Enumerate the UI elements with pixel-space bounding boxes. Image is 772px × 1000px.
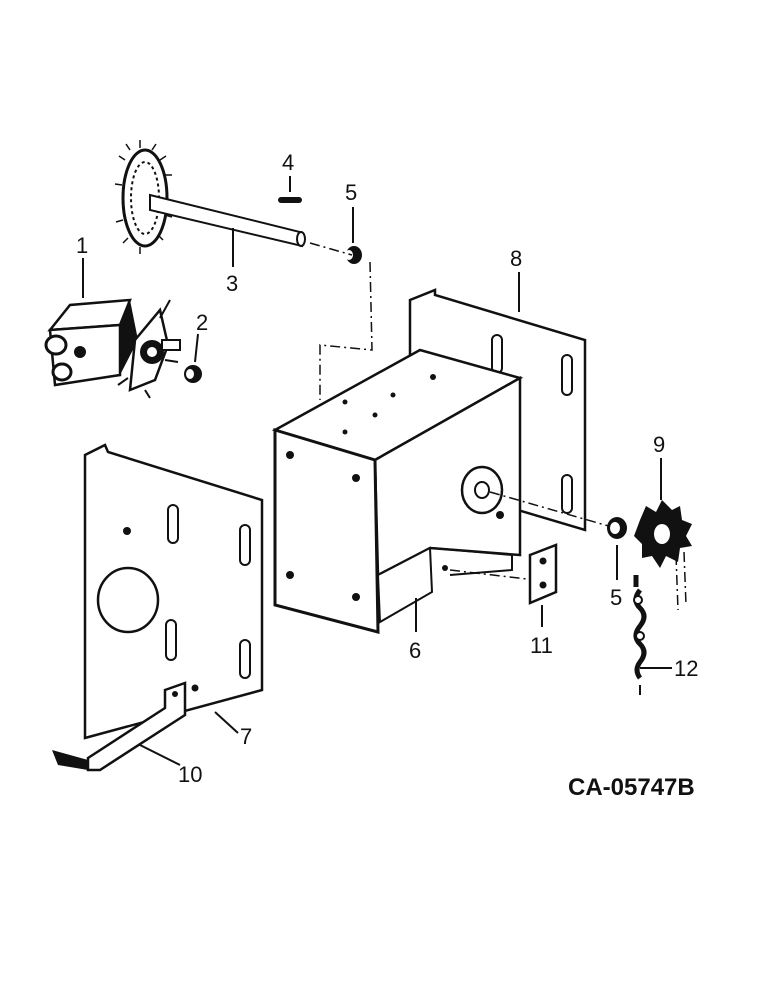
part-10-lever: [52, 681, 187, 772]
part-2-nut: [184, 365, 202, 383]
callout-1: 1: [76, 233, 88, 258]
leader-collar-to-housing: [319, 261, 373, 400]
callout-7: 7: [240, 724, 252, 749]
callout-8: 8: [510, 246, 522, 271]
part-3-shaft-sprocket: [114, 140, 306, 254]
part-1-gearbox: [44, 298, 181, 399]
callout-6: 6: [409, 638, 421, 663]
leader-housing-to-bracket: [449, 569, 536, 581]
part-4-key: [278, 197, 302, 203]
part-5-collar-upper: [345, 246, 362, 264]
callout-12: 12: [674, 656, 698, 681]
leader-shaft-to-collar: [309, 242, 353, 256]
part-11-bracket: [528, 543, 558, 605]
callout-9: 9: [653, 432, 665, 457]
callout-leaders: [82, 176, 672, 766]
callout-labels: 1 2 3 4 5 5 6 7 8 9 10 11 12: [76, 150, 698, 787]
callout-2: 2: [196, 310, 208, 335]
callout-4: 4: [282, 150, 294, 175]
part-7-front-plate: [83, 443, 264, 740]
callout-11: 11: [530, 633, 553, 658]
leader-boss-to-collar: [489, 491, 613, 528]
part-12-chain: [633, 575, 647, 695]
callout-5-lower: 5: [610, 585, 622, 610]
callout-5-upper: 5: [345, 180, 357, 205]
drawing-code: CA-05747B: [568, 774, 695, 801]
part-6-housing: [271, 348, 524, 634]
callout-3: 3: [226, 271, 238, 296]
callout-10: 10: [178, 762, 202, 787]
part-9-sprocket: [634, 500, 692, 611]
part-5-collar-lower: [607, 517, 627, 539]
